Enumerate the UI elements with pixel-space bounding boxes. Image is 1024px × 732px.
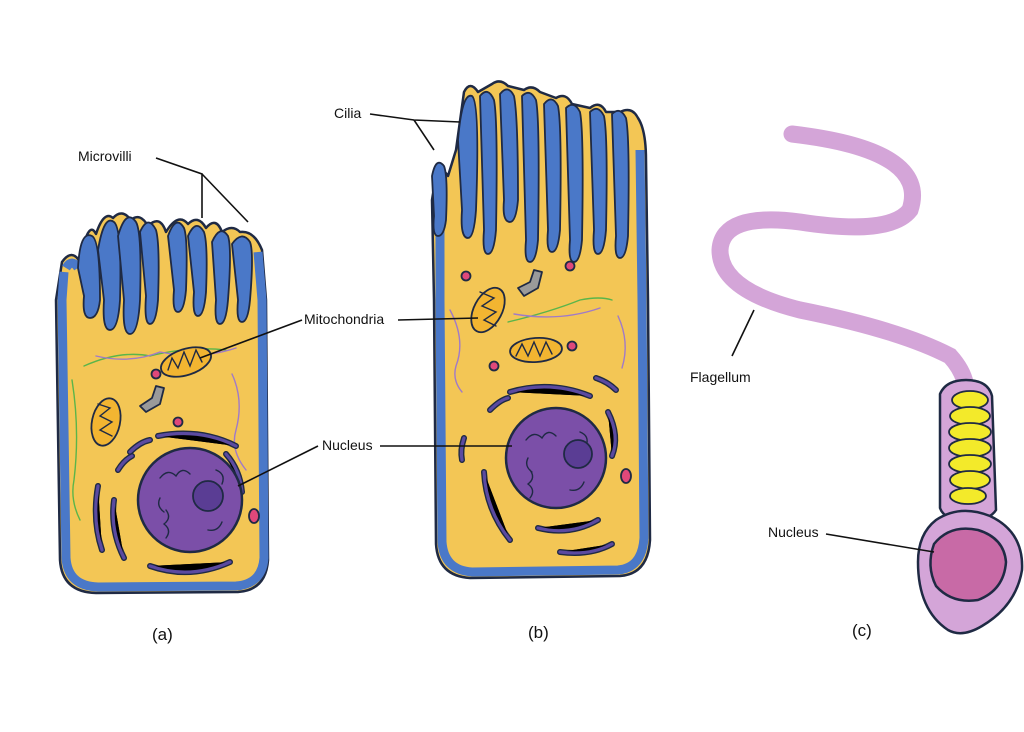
cell-a-mitochondrion-2 <box>90 397 122 447</box>
cell-b-mitochondrion-2 <box>509 336 563 364</box>
cell-b-nucleolus <box>563 439 593 469</box>
captions: (a) (b) (c) <box>152 621 872 644</box>
cell-a-vesicle-3 <box>248 508 260 524</box>
label-mitochondria: Mitochondria <box>304 311 384 327</box>
leader-nucleus-a <box>237 445 319 487</box>
midpiece-coil <box>948 390 992 505</box>
cell-b-membrane <box>435 149 649 577</box>
leader-nucleus-c <box>825 533 935 553</box>
cell-c-sperm <box>711 125 1024 635</box>
label-nucleus-b: Nucleus <box>322 437 373 453</box>
cell-a-golgi <box>139 385 165 413</box>
leader-mitochondria-b <box>397 317 479 321</box>
flagellum-fill <box>711 125 975 405</box>
cell-b-vesicle-5 <box>620 468 632 484</box>
label-nucleus-c: Nucleus <box>768 524 819 540</box>
cell-a-vesicle-1 <box>150 368 162 380</box>
flagellum-tail <box>718 132 968 398</box>
leader-microvilli <box>155 157 203 218</box>
leader-mitochondria-a <box>199 319 303 359</box>
cell-a-microvilli <box>54 212 270 595</box>
caption-a: (a) <box>152 625 173 644</box>
caption-c: (c) <box>852 621 872 640</box>
cell-a-vesicle-2 <box>172 416 184 428</box>
label-cilia: Cilia <box>334 105 361 121</box>
cell-a-mitochondrion-1 <box>160 346 212 378</box>
cell-b-rough-er <box>458 375 619 556</box>
labels: Microvilli Cilia Mitochondria Nucleus Fl… <box>78 105 819 540</box>
cell-b-nucleus <box>504 406 608 510</box>
cell-b-vesicle-3 <box>488 360 500 372</box>
cell-b-vesicle-1 <box>460 270 472 282</box>
leader-lines <box>155 113 935 553</box>
cilia-group <box>431 88 630 263</box>
sperm-nucleus <box>929 527 1008 602</box>
cell-b-ciliated <box>430 80 652 580</box>
cell-b-golgi <box>517 269 543 297</box>
cell-a-membrane <box>57 251 269 592</box>
cell-b-vesicle-4 <box>566 340 578 352</box>
microvilli-group <box>77 216 253 335</box>
cell-a-rough-er <box>92 430 245 576</box>
cell-b-vesicle-2 <box>564 260 576 272</box>
caption-b: (b) <box>528 623 549 642</box>
label-microvilli: Microvilli <box>78 148 132 164</box>
cell-a-nucleus <box>136 446 244 554</box>
leader-flagellum <box>731 309 755 357</box>
label-flagellum: Flagellum <box>690 369 751 385</box>
cell-a-nucleolus <box>192 480 224 512</box>
cell-b-mitochondrion-1 <box>470 286 506 334</box>
